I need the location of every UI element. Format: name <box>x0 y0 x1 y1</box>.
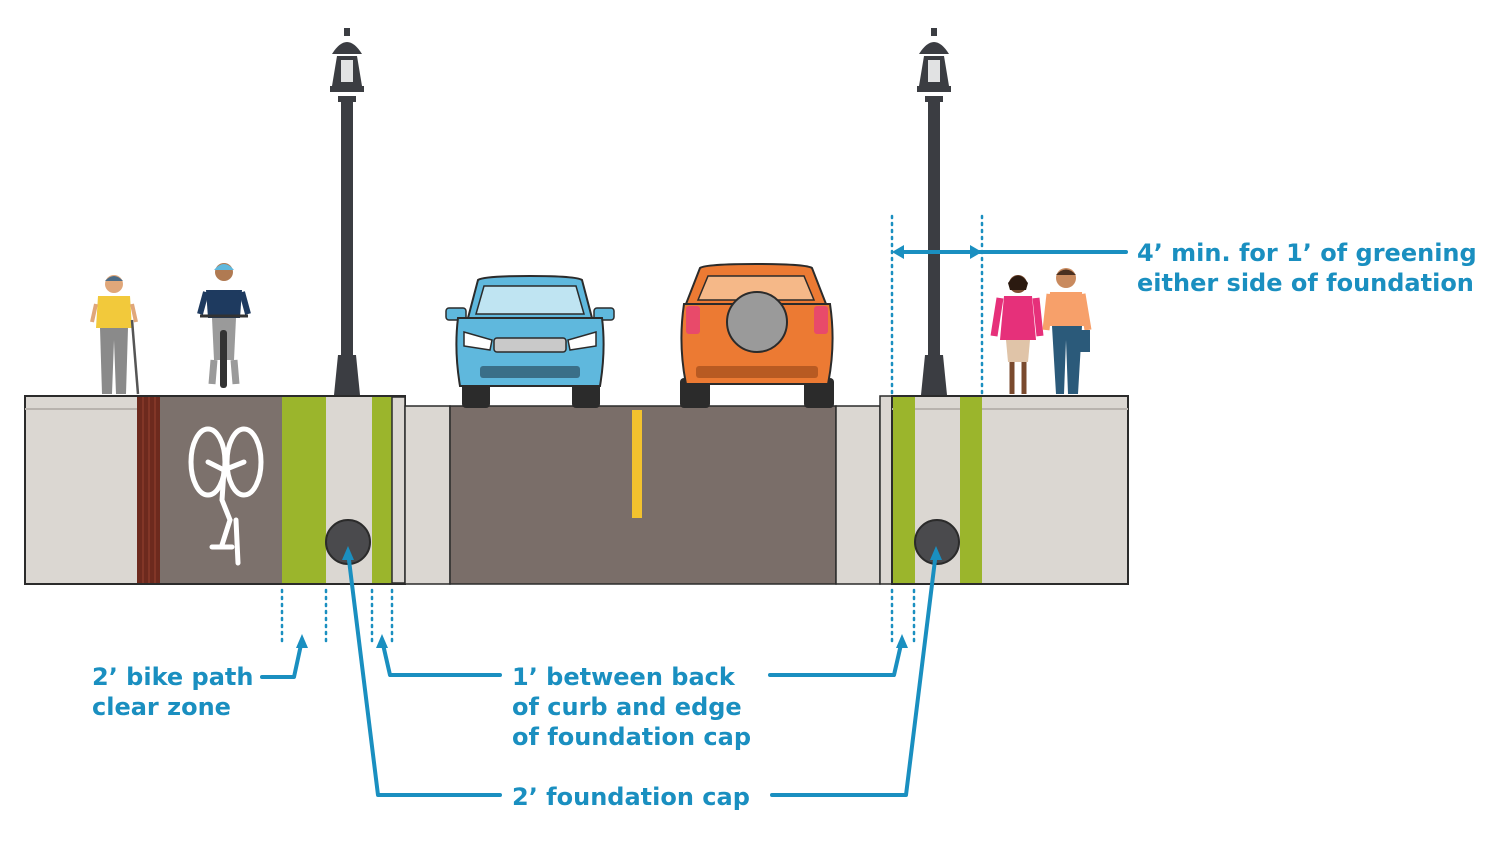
callout-text: 1’ between back <box>512 663 736 691</box>
center-line <box>632 410 642 518</box>
callout-text: either side of foundation <box>1137 269 1474 297</box>
callout-text: of curb and edge <box>512 693 742 721</box>
bike-symbol-icon <box>188 426 264 566</box>
right-curb <box>879 395 893 585</box>
callout-bike-clear-zone: 2’ bike path clear zone <box>92 663 253 721</box>
callout-text: 2’ bike path <box>92 663 253 691</box>
cyclist-icon <box>197 263 251 388</box>
callout-greening: 4’ min. for 1’ of greening either side o… <box>1137 239 1477 297</box>
roadway-gutter-right <box>835 405 881 585</box>
foundation-cap-right <box>914 519 960 565</box>
greening-strip-left-b <box>372 397 392 583</box>
callout-foundation-cap: 2’ foundation cap <box>512 783 750 811</box>
dimension-guides <box>280 214 984 644</box>
callout-text: of foundation cap <box>512 723 751 751</box>
street-lamp-icon <box>917 28 951 395</box>
suv-icon <box>680 262 834 408</box>
roadway <box>449 405 837 585</box>
leader-lines <box>260 245 1128 797</box>
pedestrian-icon <box>90 275 140 395</box>
pedestrian-icon <box>1042 268 1092 394</box>
callout-text: 2’ foundation cap <box>512 783 750 811</box>
greening-strip-right-a <box>893 397 915 583</box>
greening-strip-left-a <box>282 397 326 583</box>
callout-text: 4’ min. for 1’ of greening <box>1137 239 1477 267</box>
greening-strip-right-b <box>960 397 982 583</box>
street-lamp-icon <box>330 28 364 395</box>
left-curb <box>391 396 406 584</box>
pedestrian-icon <box>990 275 1044 394</box>
callout-text: clear zone <box>92 693 231 721</box>
roadway-gutter-left <box>404 405 451 585</box>
callout-curb-to-cap: 1’ between back of curb and edge of foun… <box>512 663 751 751</box>
car-icon <box>445 274 615 408</box>
cross-section <box>24 395 1129 585</box>
